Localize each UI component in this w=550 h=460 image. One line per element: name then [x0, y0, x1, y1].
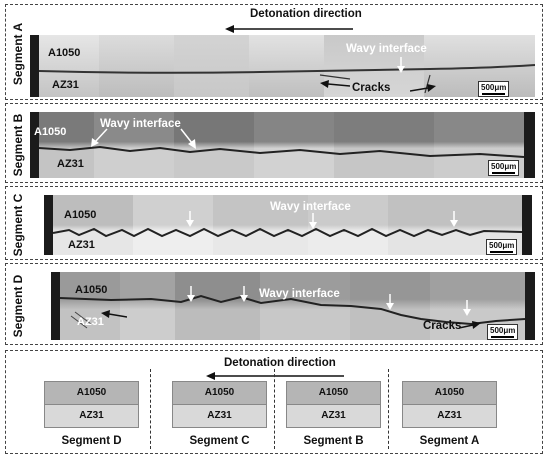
arrow-down-icon — [463, 300, 471, 316]
scale-bar: 500μm — [478, 81, 510, 97]
schematic-detonation-label: Detonation direction — [224, 357, 336, 369]
schematic-segment-label: Segment A — [419, 435, 480, 447]
schematic-bottom-layer: AZ31 — [403, 405, 496, 427]
interface-line — [38, 145, 525, 158]
cracks-annotation: Cracks — [423, 320, 462, 332]
interface-line — [52, 227, 523, 238]
arrow-left-icon — [206, 372, 344, 380]
top-material-label: A1050 — [48, 47, 81, 59]
arrow-down-icon — [186, 211, 194, 227]
arrow-left-icon — [320, 80, 350, 88]
micrograph-d: A1050 AZ31 Wavy interface Cracks 500μm — [51, 272, 535, 340]
scale-label: 500μm — [490, 326, 516, 335]
cracks-annotation: Cracks — [352, 82, 391, 94]
segment-a-panel: Segment A A1050 AZ31 Wavy interface Crac… — [5, 4, 543, 100]
arrow-down-icon — [386, 294, 394, 310]
micrograph-c: A1050 AZ31 Wavy interface 500μm — [44, 195, 532, 255]
segment-label: Segment A — [11, 22, 25, 86]
detonation-direction-label: Detonation direction — [250, 8, 362, 20]
schematic-bottom-layer: AZ31 — [173, 405, 266, 427]
divider — [274, 369, 275, 449]
arrow-down-icon — [309, 213, 317, 229]
schematic-bottom-layer: AZ31 — [287, 405, 380, 427]
arrow-down-icon — [240, 286, 248, 302]
schematic-segment-label: Segment C — [189, 435, 250, 447]
schematic-top-layer: A1050 — [287, 382, 380, 405]
micrograph-a: A1050 AZ31 Wavy interface Cracks 500μm — [30, 35, 535, 97]
arrow-left-icon — [101, 310, 127, 318]
schematic-block-a: A1050 AZ31 — [402, 381, 497, 428]
schematic-block-d: A1050 AZ31 — [44, 381, 139, 428]
segment-d-panel: Segment D A1050 AZ31 Wavy interface — [5, 263, 543, 345]
segment-label: Segment B — [11, 113, 25, 177]
schematic-panel: Detonation direction A1050 AZ31 Segment … — [5, 350, 543, 454]
scale-bar: 500μm — [486, 239, 518, 255]
bottom-material-label: AZ31 — [77, 316, 104, 328]
scale-label: 500μm — [481, 83, 507, 92]
micrograph-b: A1050 AZ31 Wavy interface 500μm — [30, 112, 535, 178]
schematic-top-layer: A1050 — [173, 382, 266, 405]
interface-line — [59, 294, 526, 329]
wavy-interface-annotation: Wavy interface — [270, 201, 351, 213]
arrow-down-icon — [397, 57, 405, 73]
segment-c-panel: Segment C A1050 AZ31 Wavy interface 500μ… — [5, 186, 543, 260]
scale-bar: 500μm — [488, 160, 520, 176]
segment-label: Segment C — [11, 193, 25, 257]
schematic-bottom-layer: AZ31 — [45, 405, 138, 427]
schematic-top-layer: A1050 — [45, 382, 138, 405]
segment-b-panel: Segment B A1050 AZ31 Wavy interface 500μ… — [5, 103, 543, 183]
schematic-block-b: A1050 AZ31 — [286, 381, 381, 428]
arrow-down-right-icon — [180, 128, 196, 149]
schematic-segment-label: Segment B — [303, 435, 364, 447]
interface-line — [38, 64, 535, 94]
arrow-down-icon — [450, 211, 458, 227]
wavy-interface-annotation: Wavy interface — [100, 118, 181, 130]
bottom-material-label: AZ31 — [68, 239, 95, 251]
top-material-label: A1050 — [34, 126, 67, 138]
bottom-material-label: AZ31 — [57, 158, 84, 170]
top-material-label: A1050 — [64, 209, 97, 221]
arrow-down-icon — [187, 286, 195, 302]
arrow-right-icon — [410, 84, 436, 92]
segment-label: Segment D — [11, 274, 25, 338]
scale-bar: 500μm — [487, 324, 519, 340]
bottom-material-label: AZ31 — [52, 79, 79, 91]
scale-label: 500μm — [491, 162, 517, 171]
top-material-label: A1050 — [75, 284, 108, 296]
divider — [388, 369, 389, 449]
schematic-top-layer: A1050 — [403, 382, 496, 405]
arrow-left-icon — [225, 25, 353, 33]
scale-label: 500μm — [489, 241, 515, 250]
divider — [150, 369, 151, 449]
schematic-segment-label: Segment D — [61, 435, 122, 447]
arrow-down-left-icon — [91, 128, 108, 147]
wavy-interface-annotation: Wavy interface — [259, 288, 340, 300]
schematic-block-c: A1050 AZ31 — [172, 381, 267, 428]
arrow-right-icon — [459, 321, 481, 329]
wavy-interface-annotation: Wavy interface — [346, 43, 427, 55]
